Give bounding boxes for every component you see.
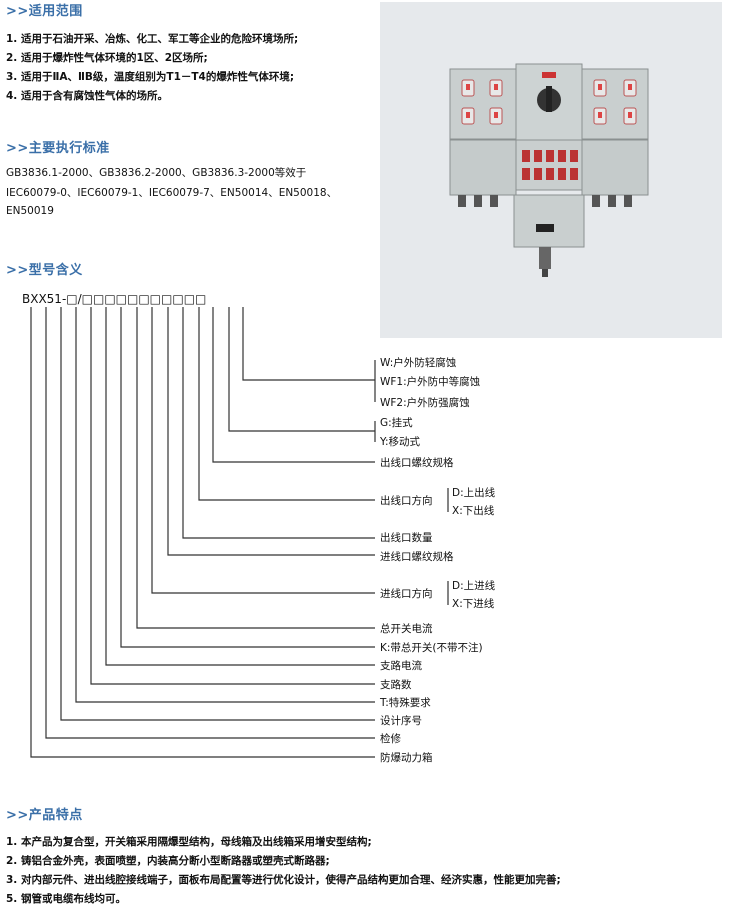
standards-line: IEC60079-0、IEC60079-1、IEC60079-7、EN50014…: [6, 187, 338, 199]
label-out-count: 出线口数量: [380, 531, 433, 544]
label-t: T:特殊要求: [379, 696, 431, 709]
model-title: >>型号含义: [6, 263, 83, 278]
label-w: W:户外防轻腐蚀: [380, 356, 457, 369]
standards-line: GB3836.1-2000、GB3836.2-2000、GB3836.3-200…: [6, 167, 307, 179]
label-in-thread: 进线口螺纹规格: [380, 550, 454, 563]
label-out-thread: 出线口螺纹规格: [380, 456, 454, 469]
scope-title: >>适用范围: [6, 4, 83, 19]
scope-item: 3. 适用于ⅡA、ⅡB级，温度组别为T1－T4的爆炸性气体环境;: [6, 71, 295, 83]
scope-item: 1. 适用于石油开采、冶炼、化工、军工等企业的危险环境场所;: [6, 33, 299, 45]
label-in-dir-d: D:上进线: [452, 579, 496, 592]
label-k: K:带总开关(不带不注): [380, 641, 483, 654]
model-code: BXX51-□/□□□□□□□□□□□: [22, 292, 206, 306]
label-branch-current: 支路电流: [380, 659, 422, 672]
feature-item: 2. 铸铝合金外壳，表面喷塑，内装高分断小型断路器或塑壳式断路器;: [6, 855, 330, 867]
standards-line: EN50019: [6, 205, 54, 217]
scope-item: 4. 适用于含有腐蚀性气体的场所。: [6, 90, 168, 102]
label-product: 防爆动力箱: [380, 751, 433, 764]
label-out-dir-x: X:下出线: [452, 504, 495, 517]
feature-item: 1. 本产品为复合型，开关箱采用隔爆型结构，母线箱及出线箱采用增安型结构;: [6, 836, 372, 848]
label-wf1: WF1:户外防中等腐蚀: [380, 375, 481, 388]
standards-title: >>主要执行标准: [6, 141, 110, 156]
features-title: >>产品特点: [6, 808, 83, 823]
model-diagram: BXX51-□/□□□□□□□□□□□ W:户外防轻腐蚀 WF1:户外防中等腐蚀…: [22, 292, 496, 764]
product-photo: [380, 2, 722, 338]
scope-item: 2. 适用于爆炸性气体环境的1区、2区场所;: [6, 52, 208, 64]
label-y: Y:移动式: [379, 435, 421, 448]
label-out-dir: 出线口方向: [380, 494, 433, 507]
label-in-dir-x: X:下进线: [452, 597, 495, 610]
label-branch-count: 支路数: [380, 678, 412, 691]
label-serial: 设计序号: [380, 714, 422, 727]
label-main-current: 总开关电流: [380, 622, 433, 635]
label-wf2: WF2:户外防强腐蚀: [380, 396, 470, 409]
label-g: G:挂式: [380, 416, 413, 429]
label-out-dir-d: D:上出线: [452, 486, 496, 499]
label-in-dir: 进线口方向: [380, 587, 433, 600]
feature-item: 3. 对内部元件、进出线腔接线端子，面板布局配置等进行优化设计，使得产品结构更加…: [6, 874, 561, 886]
label-maint: 检修: [380, 732, 401, 745]
feature-item: 5. 钢管或电缆布线均可。: [6, 893, 126, 905]
